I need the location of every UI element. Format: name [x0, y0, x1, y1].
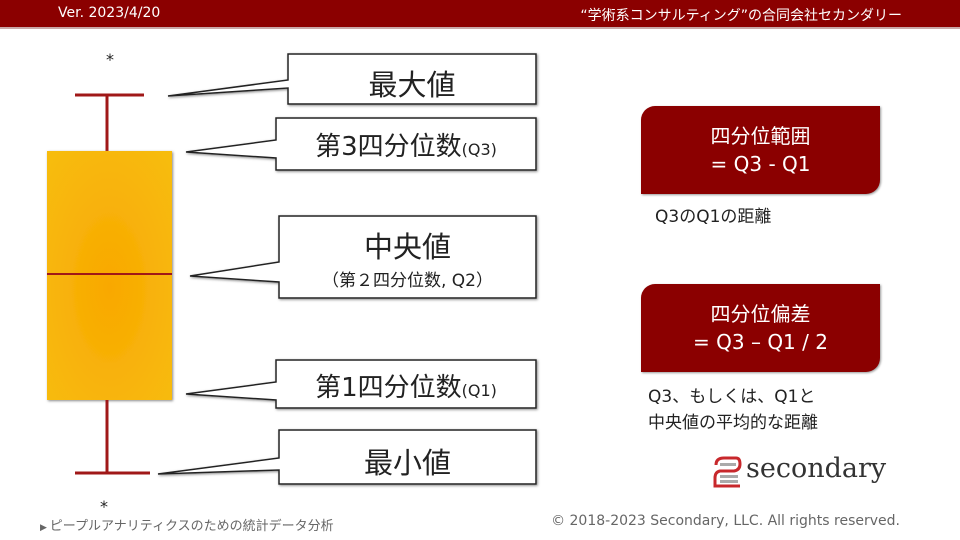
secondary-logo: secondary [712, 453, 892, 491]
qd-desc-line2: 中央値の平均的な距離 [648, 413, 818, 433]
qd-box-card: 四分位偏差 = Q3 – Q1 / 2 [641, 284, 880, 372]
label-median-sub: （第２四分位数, Q2） [321, 271, 493, 291]
qd-desc-line1: Q3、もしくは、Q1と [648, 387, 816, 407]
label-max: 最大値 [368, 68, 456, 102]
iqr-description: Q3のQ1の距離 [655, 207, 772, 227]
label-q1: 第1四分位数(Q1) [276, 367, 536, 404]
iqr-box-card: 四分位範囲 = Q3 - Q1 [641, 106, 880, 194]
label-q3: 第3四分位数(Q3) [276, 126, 536, 163]
outlier-mark-bottom: * [100, 497, 108, 516]
label-q3-suffix: (Q3) [461, 140, 497, 159]
callout-q3 [185, 117, 537, 171]
qd-formula: = Q3 – Q1 / 2 [693, 330, 828, 354]
footer-course-title: ▶ ピープルアナリティクスのための統計データ分析 [40, 515, 334, 534]
label-median: 中央値 [363, 230, 451, 264]
logo-mark-icon [713, 456, 742, 488]
callout-median [189, 215, 537, 299]
header-bar: Ver. 2023/4/20 “学術系コンサルティング”の合同会社セカンダリー [0, 0, 960, 29]
footer-left-text: ピープルアナリティクスのための統計データ分析 [49, 519, 334, 534]
label-q1-suffix: (Q1) [461, 381, 497, 400]
triangle-icon: ▶ [40, 523, 50, 533]
callout-min [157, 429, 537, 485]
label-q3-text: 第3四分位数 [315, 132, 462, 162]
iqr-box [47, 151, 172, 400]
version-label: Ver. 2023/4/20 [58, 5, 161, 21]
company-name: “学術系コンサルティング”の合同会社セカンダリー [580, 8, 902, 24]
copyright: © 2018-2023 Secondary, LLC. All rights r… [551, 513, 900, 529]
qd-description: Q3、もしくは、Q1と 中央値の平均的な距離 [648, 384, 818, 436]
callout-max [167, 53, 537, 105]
outlier-mark-top: * [106, 50, 114, 69]
logo-text: secondary [746, 453, 887, 484]
iqr-formula: = Q3 - Q1 [710, 152, 811, 176]
iqr-title: 四分位範囲 [710, 124, 811, 148]
label-min: 最小値 [363, 446, 451, 480]
qd-title: 四分位偏差 [710, 302, 811, 326]
label-q1-text: 第1四分位数 [315, 373, 462, 403]
callout-q1 [185, 359, 537, 409]
